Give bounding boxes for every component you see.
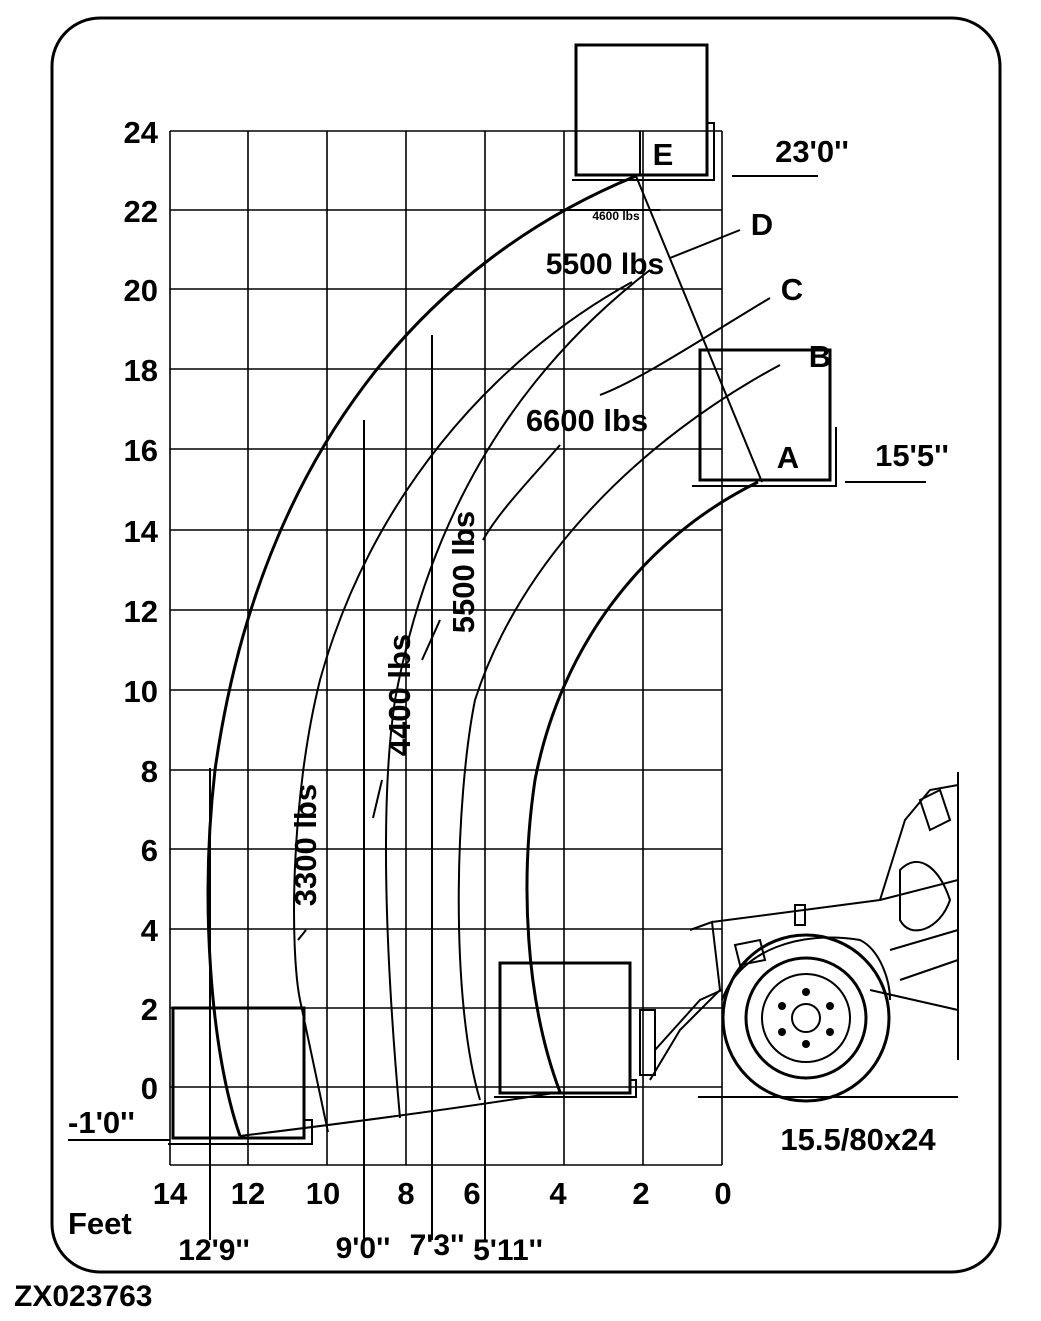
y-tick-0: 0 — [141, 1071, 158, 1106]
label-d: D — [751, 207, 773, 242]
x-tick-0: 0 — [714, 1176, 731, 1211]
label-c: C — [781, 272, 803, 307]
height-markers: 23'0'' 15'5'' — [732, 134, 949, 483]
y-tick-22: 22 — [124, 194, 158, 229]
load-5500-d: 5500 lbs — [546, 248, 664, 281]
x-tick-4: 4 — [549, 1176, 567, 1211]
x-tick-6: 6 — [463, 1176, 480, 1211]
y-tick-2: 2 — [141, 992, 158, 1027]
leader-lines — [297, 229, 771, 941]
label-e: E — [653, 137, 674, 172]
load-labels: 4600 lbs 5500 lbs 6600 lbs 5500 lbs 4400… — [288, 209, 664, 906]
x-tick-14: 14 — [153, 1176, 188, 1211]
x-unit-label: Feet — [68, 1206, 132, 1241]
outer-frame — [50, 16, 1002, 1274]
reach-7-3: 7'3'' — [410, 1229, 465, 1262]
figure-id: ZX023763 — [14, 1280, 152, 1313]
load-3300-vertical: 3300 lbs — [288, 784, 323, 906]
load-4600: 4600 lbs — [592, 209, 640, 223]
load-5500-vertical: 5500 lbs — [446, 511, 481, 633]
box-low — [171, 1006, 306, 1140]
x-axis-labels: 14 12 10 8 6 4 2 0 Feet — [68, 1176, 732, 1241]
y-tick-8: 8 — [141, 754, 158, 789]
reach-9-0: 9'0'' — [336, 1232, 391, 1265]
y-tick-14: 14 — [124, 514, 159, 549]
x-tick-10: 10 — [306, 1176, 340, 1211]
load-zone-arcs — [206, 174, 781, 1137]
y-tick-6: 6 — [141, 833, 158, 868]
y-tick-20: 20 — [124, 273, 158, 308]
x-tick-2: 2 — [632, 1176, 649, 1211]
load-4400-vertical: 4400 lbs — [382, 634, 417, 756]
y-tick-24: 24 — [124, 115, 159, 150]
reach-12-9: 12'9'' — [178, 1234, 249, 1267]
label-a: A — [777, 440, 799, 475]
x-tick-12: 12 — [231, 1176, 265, 1211]
tire-size-label: 15.5/80x24 — [780, 1122, 936, 1157]
position-labels: E D C B A — [653, 137, 832, 475]
y-tick-12: 12 — [124, 594, 158, 629]
fork-boxes — [168, 43, 837, 1145]
reach-5-11: 5'11'' — [473, 1234, 543, 1267]
box-ground — [498, 961, 632, 1095]
box-e — [574, 43, 709, 177]
reach-markers: 12'9'' 9'0'' 7'3'' 5'11'' — [178, 335, 543, 1267]
x-tick-8: 8 — [397, 1176, 414, 1211]
y-tick-minus-1: -1'0'' — [68, 1105, 135, 1140]
load-6600: 6600 lbs — [526, 403, 648, 438]
label-b: B — [809, 339, 831, 374]
y-tick-4: 4 — [141, 913, 159, 948]
height-23-0: 23'0'' — [775, 134, 849, 169]
y-tick-18: 18 — [124, 353, 158, 388]
y-tick-16: 16 — [124, 433, 158, 468]
y-axis-labels: 24 22 20 18 16 14 12 10 8 6 4 2 0 -1'0'' — [68, 115, 170, 1141]
machine-illustration — [639, 772, 959, 1103]
height-15-5: 15'5'' — [875, 438, 949, 473]
y-tick-10: 10 — [124, 674, 158, 709]
